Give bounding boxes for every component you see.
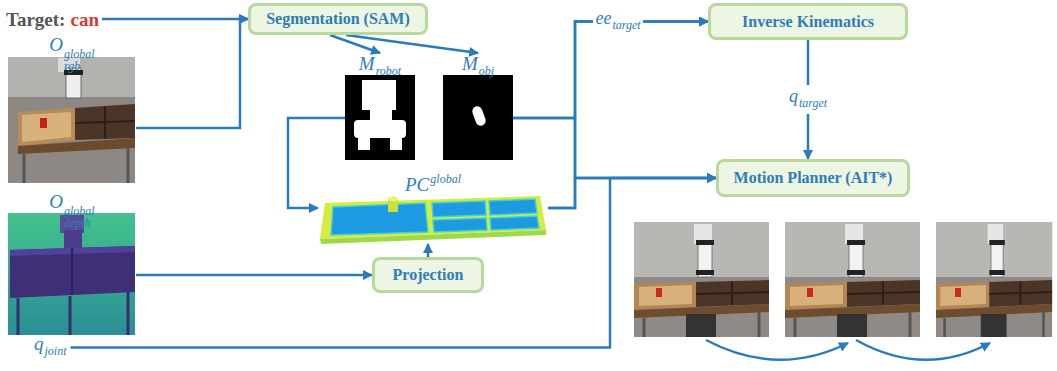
- label-base: M: [462, 53, 478, 74]
- connector: [427, 244, 430, 257]
- connector: [288, 118, 345, 208]
- box-label: Projection: [393, 266, 464, 284]
- box-label: Inverse Kinematics: [742, 13, 874, 31]
- mask-panel: Mobj: [443, 53, 513, 161]
- connector: [513, 118, 716, 178]
- input-label: qjoint: [34, 333, 67, 362]
- label-base: PC: [405, 174, 429, 195]
- signal-label: eetarget: [593, 7, 642, 36]
- label-superscript: global: [64, 48, 95, 60]
- connector: [71, 178, 716, 348]
- connector: [548, 178, 716, 208]
- image-panel: Oglobalrgb: [8, 34, 136, 184]
- label-superscript: global: [430, 172, 461, 186]
- input-label: Target:can: [6, 9, 99, 31]
- label-subscript: target: [799, 96, 827, 110]
- label-subscript: robot: [376, 64, 402, 78]
- figure-label: PCglobal: [318, 168, 548, 196]
- mask-panel: Mrobot: [345, 53, 415, 161]
- label-subscript: obj: [479, 64, 494, 78]
- process-box: Projection: [372, 257, 484, 293]
- figure-label: qjoint: [34, 333, 67, 362]
- point-cloud-panel: PCglobal: [318, 168, 548, 244]
- target-prefix: Target:: [6, 9, 65, 30]
- label-base: q: [34, 333, 44, 354]
- connector: [346, 35, 478, 53]
- label-base: q: [789, 86, 798, 106]
- sup-sub-stack: globalrgb: [64, 48, 95, 72]
- target-name: can: [70, 9, 99, 30]
- figure-label: Oglobaldepth: [8, 191, 136, 229]
- image-panel: Oglobaldepth: [8, 191, 136, 336]
- label-subscript: rgb: [64, 60, 95, 72]
- label-base: ee: [595, 8, 611, 28]
- process-box: Segmentation (SAM): [248, 3, 428, 35]
- figure-label: Mobj: [443, 53, 513, 82]
- box-label: Motion Planner (AIT*): [734, 169, 893, 187]
- label-base: O: [49, 191, 63, 212]
- label-subscript: depth: [64, 217, 95, 229]
- connector: [548, 22, 708, 209]
- label-subscript: joint: [45, 344, 67, 358]
- label-base: O: [49, 34, 63, 55]
- connector: [136, 274, 372, 277]
- figure-label: Mrobot: [345, 53, 415, 82]
- process-box: Inverse Kinematics: [708, 3, 908, 40]
- label-base: M: [359, 53, 375, 74]
- box-label: Segmentation (SAM): [266, 10, 410, 28]
- connector: [136, 19, 248, 128]
- signal-label: qtarget: [787, 85, 829, 114]
- label-subscript: target: [612, 18, 640, 32]
- process-box: Motion Planner (AIT*): [716, 159, 910, 197]
- figure-label: Oglobalrgb: [8, 34, 136, 72]
- sup-sub-stack: globaldepth: [64, 205, 95, 229]
- connector: [102, 18, 248, 21]
- label-superscript: global: [64, 205, 95, 217]
